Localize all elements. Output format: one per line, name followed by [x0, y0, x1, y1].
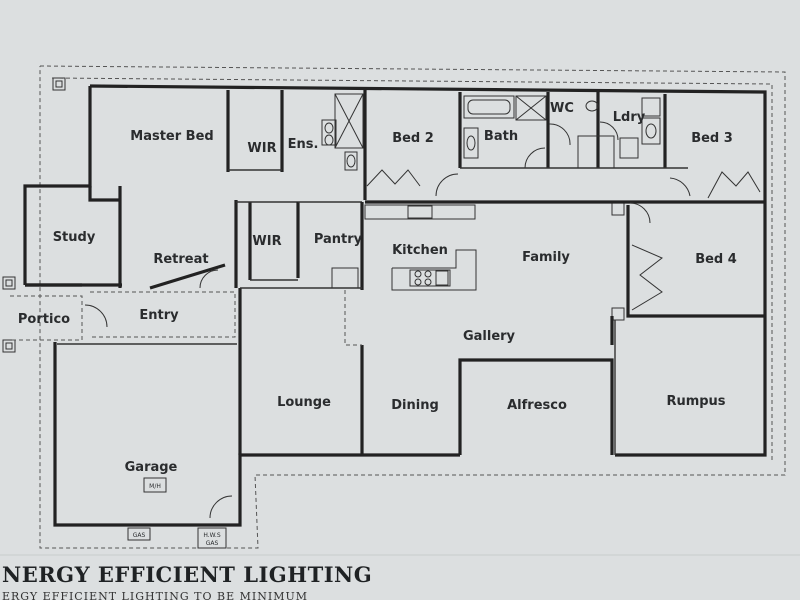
- label-lounge: Lounge: [277, 395, 331, 410]
- label-portico: Portico: [18, 312, 70, 327]
- label-bed-3: Bed 3: [691, 131, 733, 146]
- label-laundry: Ldry: [613, 110, 646, 125]
- eave-line: [39, 65, 786, 549]
- label-gas-meter: GAS: [133, 532, 146, 539]
- label-pantry: Pantry: [314, 232, 363, 247]
- label-wir-retreat: WIR: [252, 234, 281, 249]
- label-master-bed: Master Bed: [130, 129, 213, 144]
- label-dining: Dining: [391, 398, 439, 413]
- label-study: Study: [53, 230, 96, 245]
- label-bed-4: Bed 4: [695, 252, 737, 267]
- label-meter-box: M/H: [149, 483, 161, 490]
- label-entry: Entry: [139, 308, 179, 323]
- label-family: Family: [522, 250, 570, 265]
- section-subheading: ERGY EFFICIENT LIGHTING TO BE MINIMUM: [2, 590, 309, 600]
- portico-outline: [10, 291, 236, 341]
- service-labels: M/H GAS H.W.S GAS: [133, 483, 221, 547]
- room-labels: Master Bed WIR Ens. Bed 2 Bath WC Ldry B…: [18, 101, 737, 475]
- label-kitchen: Kitchen: [392, 243, 448, 258]
- fixtures: [127, 93, 661, 549]
- label-bath: Bath: [484, 129, 518, 144]
- label-rumpus: Rumpus: [666, 394, 725, 409]
- label-garage: Garage: [125, 460, 178, 475]
- label-wc: WC: [550, 101, 574, 116]
- label-gallery: Gallery: [463, 329, 516, 344]
- label-hws-gas: GAS: [206, 540, 219, 547]
- internal-walls: [25, 90, 765, 455]
- section-heading: NERGY EFFICIENT LIGHTING: [2, 562, 373, 587]
- label-bed-2: Bed 2: [392, 131, 434, 146]
- label-wir-master: WIR: [247, 141, 276, 156]
- label-retreat: Retreat: [153, 252, 208, 267]
- doors: [84, 121, 761, 519]
- label-ensuite: Ens.: [288, 137, 319, 152]
- label-alfresco: Alfresco: [507, 398, 567, 413]
- label-hws: H.W.S: [203, 532, 220, 539]
